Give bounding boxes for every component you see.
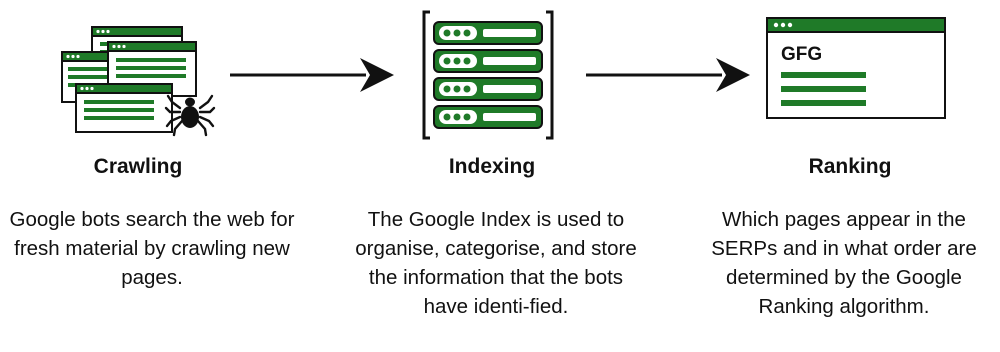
step-title-indexing: Indexing bbox=[448, 155, 536, 178]
step-description-crawling: Google bots search the web for fresh mat… bbox=[9, 208, 295, 289]
web-page-icon bbox=[75, 83, 173, 133]
spider-icon bbox=[164, 94, 216, 137]
step-description-indexing: The Google Index is used to organise, ca… bbox=[355, 208, 637, 318]
server-row-icon bbox=[433, 21, 543, 45]
arrow-right-icon bbox=[230, 58, 394, 92]
search-results-page-icon: GFG bbox=[766, 17, 946, 119]
server-row-icon bbox=[433, 49, 543, 73]
server-row-icon bbox=[433, 105, 543, 129]
index-server-stack-icon bbox=[422, 10, 554, 140]
server-row-icon bbox=[433, 77, 543, 101]
web-pages-with-spider-icon bbox=[61, 26, 216, 137]
arrow-right-icon bbox=[586, 58, 750, 92]
step-title-crawling: Crawling bbox=[93, 155, 183, 178]
serp-logo-text: GFG bbox=[781, 44, 822, 65]
step-title-ranking: Ranking bbox=[808, 155, 892, 178]
step-description-ranking: Which pages appear in the SERPs and in w… bbox=[711, 208, 977, 318]
